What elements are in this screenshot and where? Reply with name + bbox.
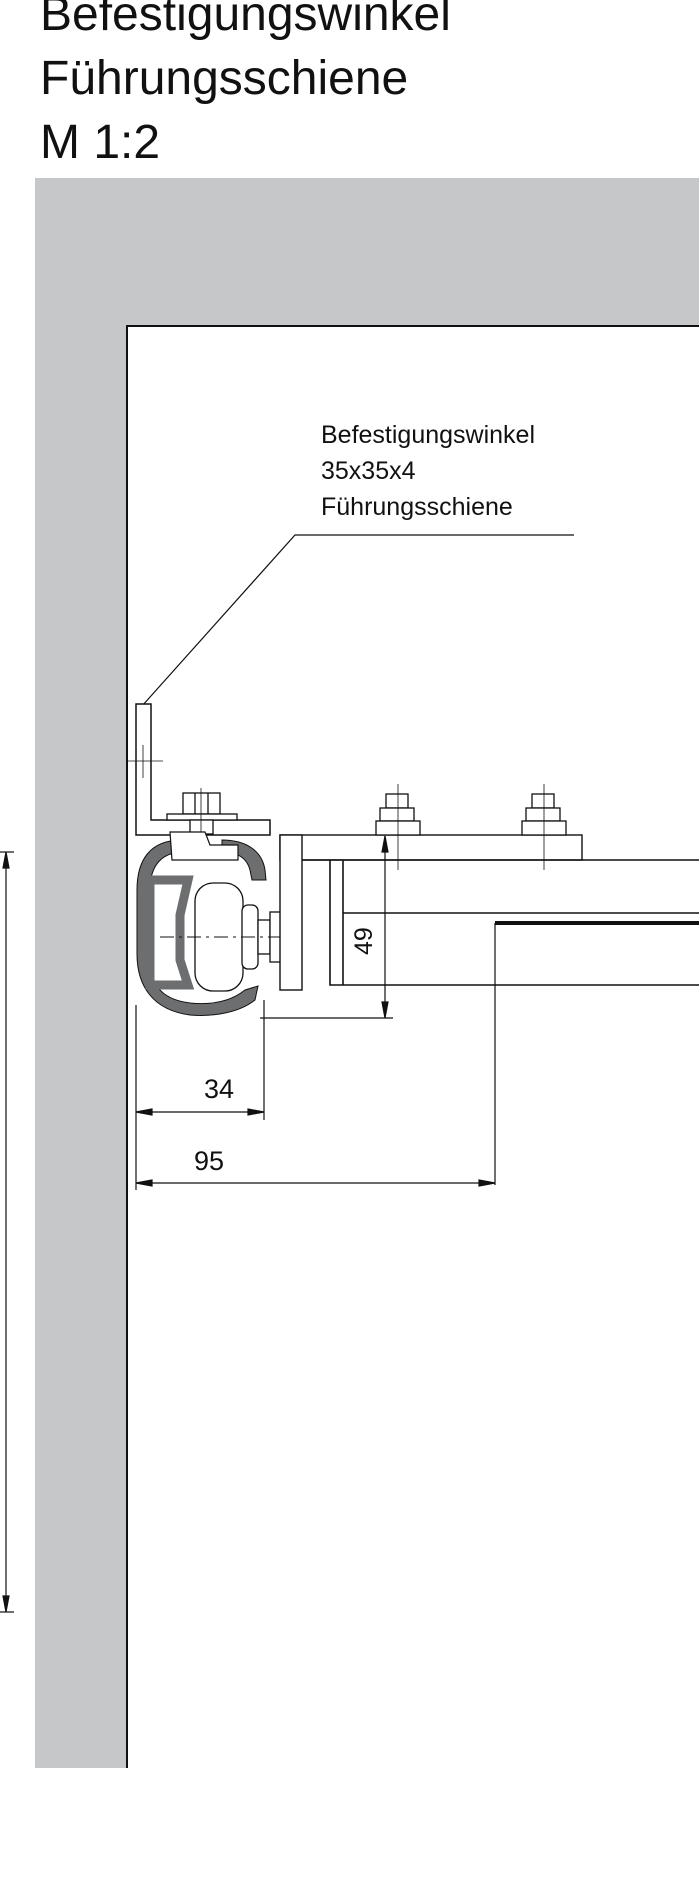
vertical-dimension-line bbox=[0, 851, 14, 1613]
dimension-34-label: 34 bbox=[204, 1074, 234, 1104]
hanger-bracket bbox=[279, 834, 583, 991]
callout-leader-line bbox=[141, 534, 574, 707]
dimension-49-line bbox=[260, 835, 393, 1019]
hex-nut-1 bbox=[375, 784, 421, 870]
guide-rail-profile bbox=[136, 831, 267, 1016]
mounting-angle bbox=[135, 703, 271, 836]
callout-line-1: Befestigungswinkel bbox=[321, 421, 535, 449]
dimension-95-label: 95 bbox=[194, 1146, 224, 1176]
title-line-1: Befestigungswinkel bbox=[40, 0, 451, 41]
callout-line-3: Führungsschiene bbox=[321, 493, 513, 521]
title-line-2: Führungsschiene bbox=[40, 52, 408, 105]
callout-line-2: 35x35x4 bbox=[321, 457, 416, 485]
opening-edge bbox=[126, 325, 699, 1768]
door-leaf bbox=[302, 859, 699, 1185]
dimension-34-line bbox=[135, 1000, 265, 1190]
dimension-95-line bbox=[135, 1179, 496, 1187]
wall-ceiling-section bbox=[35, 178, 699, 1768]
hex-bolt bbox=[166, 788, 238, 840]
hex-nut-2 bbox=[521, 784, 567, 870]
scale-label: M 1:2 bbox=[40, 116, 160, 169]
dimension-49-label: 49 bbox=[350, 927, 378, 955]
